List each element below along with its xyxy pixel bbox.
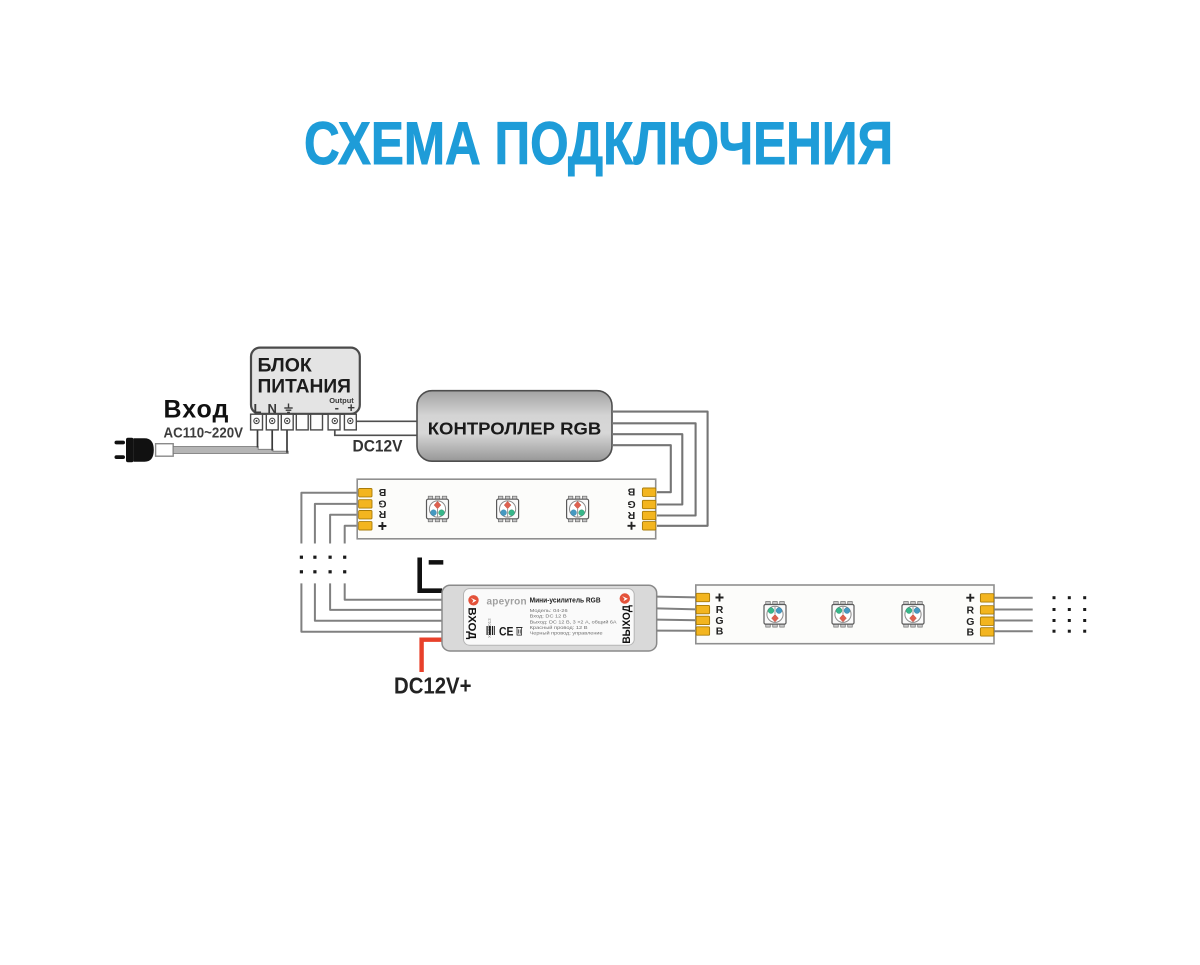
svg-text:CE: CE (499, 624, 514, 638)
svg-text:Вход: Вход (164, 396, 230, 424)
svg-text:ВХОД: ВХОД (465, 607, 477, 639)
svg-text:AC110~220V: AC110~220V (164, 424, 244, 441)
svg-text:СХЕМА ПОДКЛЮЧЕНИЯ: СХЕМА ПОДКЛЮЧЕНИЯ (304, 110, 893, 177)
svg-text:R: R (627, 509, 635, 521)
svg-text:B: B (967, 627, 975, 639)
svg-text:DC12V: DC12V (353, 438, 403, 456)
svg-text:N: N (268, 401, 277, 416)
svg-text:G: G (627, 498, 635, 510)
svg-text:Красный провод: 12 В: Красный провод: 12 В (530, 624, 588, 631)
svg-text:БЛОК: БЛОК (258, 354, 312, 376)
svg-text:R: R (378, 508, 386, 520)
svg-text:+: + (347, 400, 355, 415)
svg-text:G: G (378, 497, 386, 509)
svg-text:ВЫХОД: ВЫХОД (621, 605, 633, 644)
svg-text:B: B (627, 486, 635, 498)
svg-text:Выход: DC 12 В, 3 ×2 А, общий: Выход: DC 12 В, 3 ×2 А, общий 6А (530, 619, 618, 626)
svg-text:L: L (254, 401, 262, 416)
svg-text:Вход: DC 12 В: Вход: DC 12 В (530, 613, 567, 619)
svg-text:Модель: 04-26: Модель: 04-26 (530, 608, 568, 614)
svg-text:Черный провод: управление: Черный провод: управление (530, 630, 603, 637)
svg-text:R: R (967, 605, 975, 617)
svg-text:-: - (335, 400, 339, 415)
svg-text:apeyron: apeyron (487, 596, 527, 607)
svg-text:ПИТАНИЯ: ПИТАНИЯ (258, 375, 352, 397)
svg-text:КОНТРОЛЛЕР RGB: КОНТРОЛЛЕР RGB (428, 419, 602, 439)
svg-text:B: B (378, 486, 386, 498)
svg-text:Мини-усилитель RGB: Мини-усилитель RGB (530, 598, 601, 605)
svg-text:B: B (716, 626, 724, 638)
svg-text:DC12V+: DC12V+ (394, 673, 472, 699)
